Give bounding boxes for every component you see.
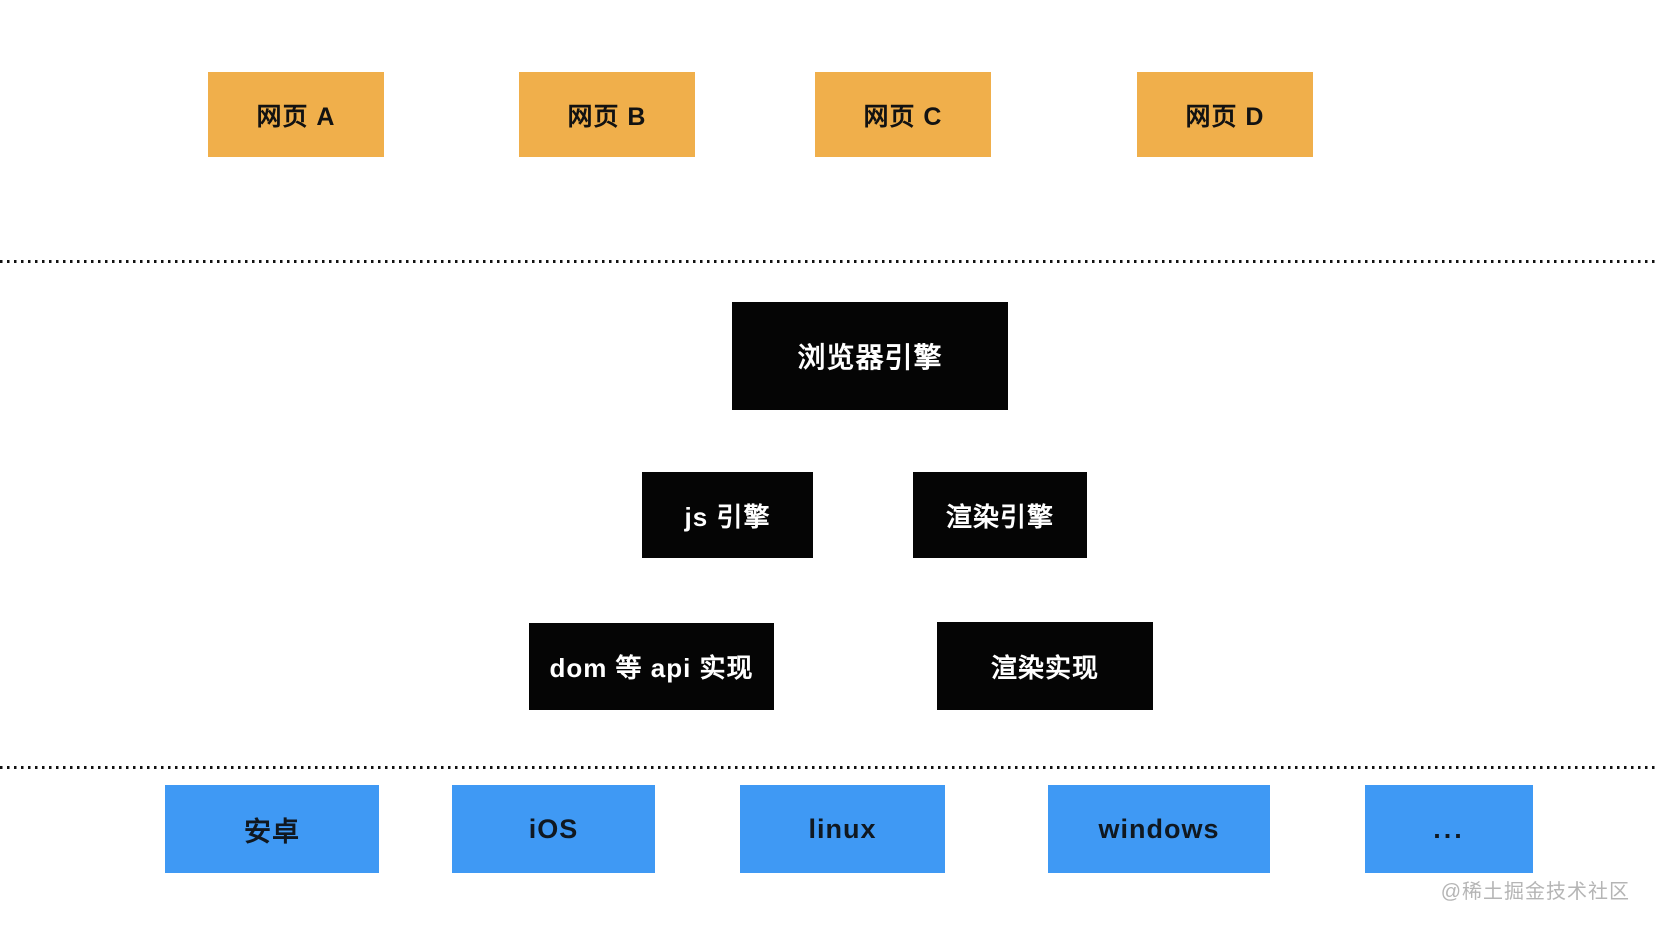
platform-windows-box: windows bbox=[1048, 785, 1270, 873]
top-separator-dotted-line bbox=[0, 260, 1656, 263]
platform-ios-box: iOS bbox=[452, 785, 655, 873]
web-page-d-box: 网页 D bbox=[1137, 72, 1313, 157]
platform-linux-box: linux bbox=[740, 785, 945, 873]
js-engine-box: js 引擎 bbox=[642, 472, 813, 558]
juejin-watermark-text: @稀土掘金技术社区 bbox=[1440, 881, 1630, 903]
bottom-separator-dotted-line bbox=[0, 766, 1656, 769]
dom-api-implementation-box: dom 等 api 实现 bbox=[529, 623, 774, 710]
render-engine-box: 渲染引擎 bbox=[913, 472, 1087, 558]
web-page-b-box: 网页 B bbox=[519, 72, 695, 157]
render-implementation-box: 渲染实现 bbox=[937, 622, 1153, 710]
web-page-a-box: 网页 A bbox=[208, 72, 384, 157]
browser-engine-box: 浏览器引擎 bbox=[732, 302, 1008, 410]
web-page-c-box: 网页 C bbox=[815, 72, 991, 157]
platform-more-box: ... bbox=[1365, 785, 1533, 873]
platform-android-box: 安卓 bbox=[165, 785, 379, 873]
